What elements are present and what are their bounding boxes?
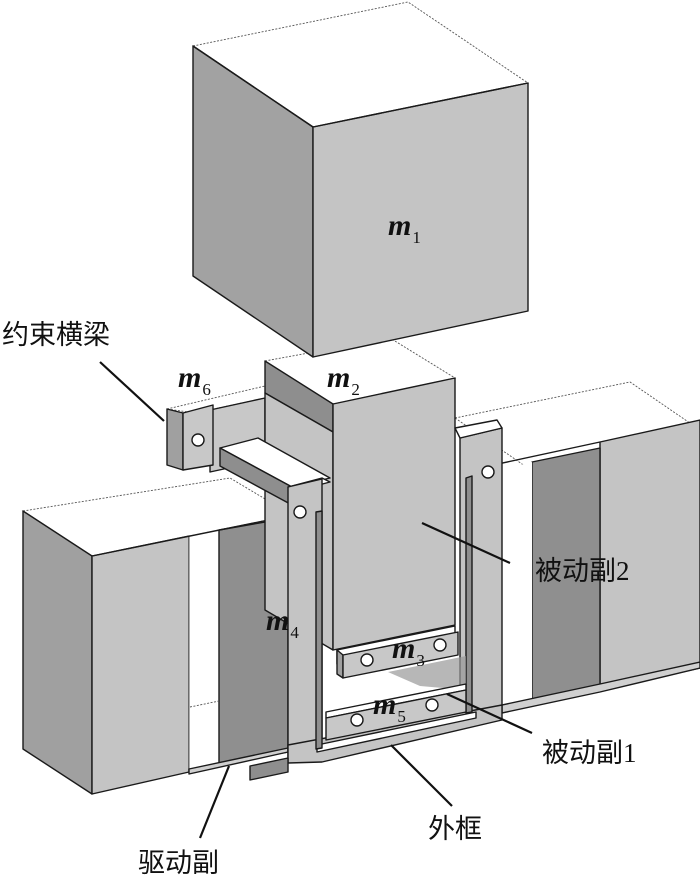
label-m6: m6: [178, 361, 211, 399]
callout-passive-pair-2: 被动副2: [535, 556, 630, 586]
pin-hole: [191, 433, 205, 447]
pin-hole: [481, 465, 495, 479]
mass-m3-bar: [336, 625, 466, 690]
pin-hole: [433, 638, 447, 652]
label-m2: m2: [327, 361, 360, 399]
label-m1: m1: [388, 209, 421, 247]
pin-hole: [293, 505, 307, 519]
pin-hole: [360, 653, 374, 667]
pin-hole: [350, 713, 364, 727]
right-driving-block: [453, 381, 700, 723]
pin-hole: [425, 698, 439, 712]
left-driving-block: [21, 477, 294, 795]
callout-driving-pair: 驱动副: [138, 848, 219, 878]
callout-constraint-beam: 约束横梁: [2, 320, 110, 350]
callout-outer-frame: 外框: [428, 814, 482, 844]
leader-passive-pair-2: [421, 521, 511, 565]
label-m5: m5: [373, 688, 406, 726]
callout-passive-pair-1: 被动副1: [542, 738, 637, 768]
label-m3: m3: [392, 632, 425, 670]
outer-frame: [249, 419, 503, 781]
mass-m1-cube: [191, 1, 530, 358]
label-m4: m4: [266, 604, 299, 642]
leader-driving-pair: [198, 765, 231, 839]
leader-constraint-beam: [99, 361, 165, 422]
mass-m4-arm: [219, 437, 331, 506]
leader-outer-frame: [390, 744, 453, 807]
mass-m5-bar: [325, 683, 467, 741]
leader-passive-pair-1: [446, 693, 533, 734]
